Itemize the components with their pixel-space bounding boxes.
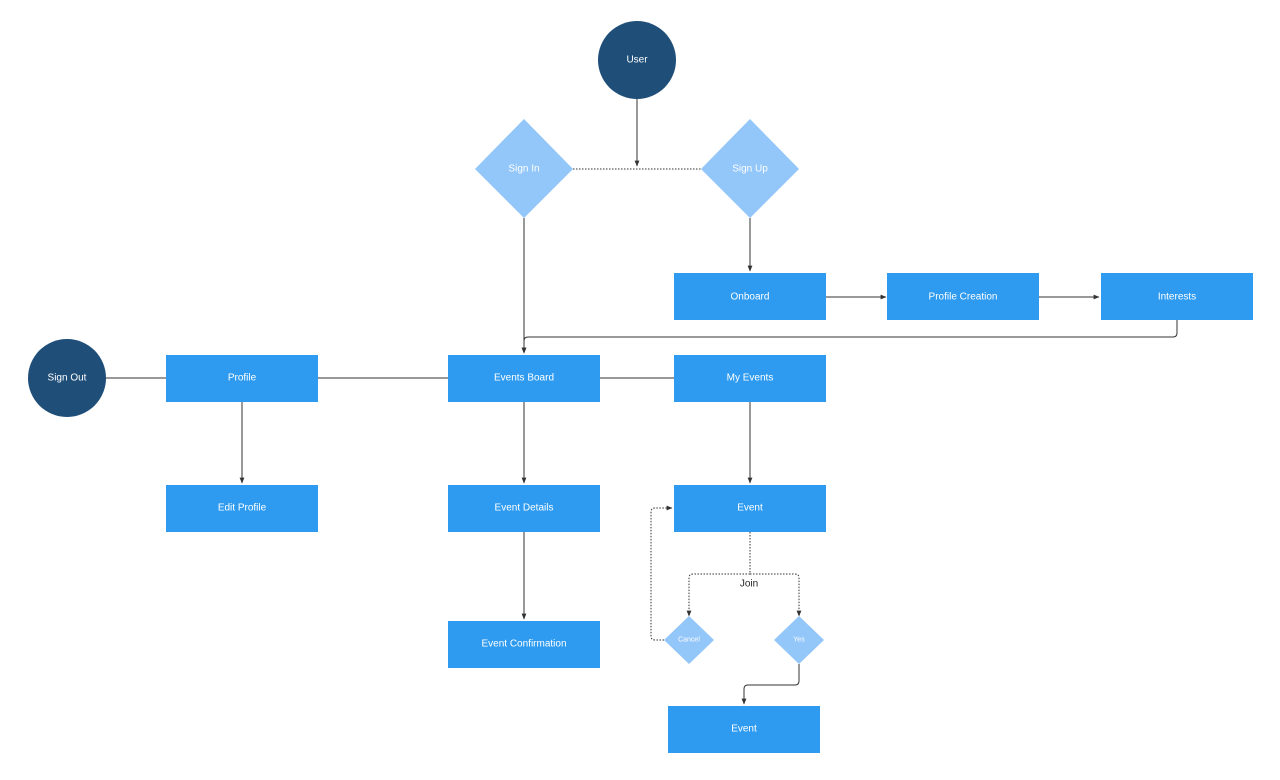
event-confirmation-box	[448, 621, 600, 668]
event-details-box	[448, 485, 600, 532]
event-label: Event	[737, 503, 763, 514]
connector-join-to-yes	[750, 573, 802, 617]
event-final-box	[668, 706, 820, 753]
yes-label: Yes	[793, 637, 805, 644]
node-yes[interactable]: Yes	[774, 616, 824, 664]
event-final-label: Event	[731, 724, 757, 735]
interests-box	[1101, 273, 1253, 320]
profile-label: Profile	[228, 373, 257, 384]
connector-interests-to-events-board	[521, 320, 1178, 354]
user-circle	[598, 21, 676, 99]
profile-creation-label: Profile Creation	[929, 292, 998, 303]
interests-label: Interests	[1158, 292, 1196, 303]
onboard-box	[674, 273, 826, 320]
connector-yes-to-event-final	[741, 664, 800, 705]
cancel-diamond	[664, 616, 714, 664]
node-sign-up[interactable]: Sign Up	[701, 119, 799, 218]
connector-join-to-cancel	[686, 573, 750, 617]
onboard-label: Onboard	[731, 292, 770, 303]
edit-profile-box	[166, 485, 318, 532]
join-label-group: Join	[734, 576, 766, 591]
sign-out-circle	[28, 339, 106, 417]
sign-in-diamond	[475, 119, 573, 218]
event-box	[674, 485, 826, 532]
my-events-box	[674, 355, 826, 402]
cancel-label: Cancel	[678, 637, 700, 644]
sign-in-label: Sign In	[508, 164, 539, 175]
connector-cancel-to-event	[650, 505, 673, 641]
node-profile-creation[interactable]: Profile Creation	[887, 273, 1039, 320]
node-edit-profile[interactable]: Edit Profile	[166, 485, 318, 532]
node-cancel[interactable]: Cancel	[664, 616, 714, 664]
sign-out-label: Sign Out	[48, 373, 87, 384]
node-onboard[interactable]: Onboard	[674, 273, 826, 320]
node-event-confirmation[interactable]: Event Confirmation	[448, 621, 600, 668]
edit-profile-label: Edit Profile	[218, 503, 267, 514]
user-label: User	[626, 55, 648, 66]
sign-up-diamond	[701, 119, 799, 218]
sign-up-label: Sign Up	[732, 164, 768, 175]
node-interests[interactable]: Interests	[1101, 273, 1253, 320]
node-event-details[interactable]: Event Details	[448, 485, 600, 532]
node-event-final[interactable]: Event	[668, 706, 820, 753]
node-profile[interactable]: Profile	[166, 355, 318, 402]
profile-box	[166, 355, 318, 402]
event-confirmation-label: Event Confirmation	[481, 639, 566, 650]
connectors	[105, 99, 1178, 705]
event-details-label: Event Details	[495, 503, 554, 514]
yes-diamond	[774, 616, 824, 664]
node-user[interactable]: User	[598, 21, 676, 99]
node-sign-out[interactable]: Sign Out	[28, 339, 106, 417]
events-board-box	[448, 355, 600, 402]
join-label: Join	[740, 579, 758, 590]
profile-creation-box	[887, 273, 1039, 320]
node-sign-in[interactable]: Sign In	[475, 119, 573, 218]
my-events-label: My Events	[727, 373, 774, 384]
node-event[interactable]: Event	[674, 485, 826, 532]
join-label-bg	[734, 576, 766, 591]
events-board-label: Events Board	[494, 373, 554, 384]
node-events-board[interactable]: Events Board	[448, 355, 600, 402]
node-my-events[interactable]: My Events	[674, 355, 826, 402]
